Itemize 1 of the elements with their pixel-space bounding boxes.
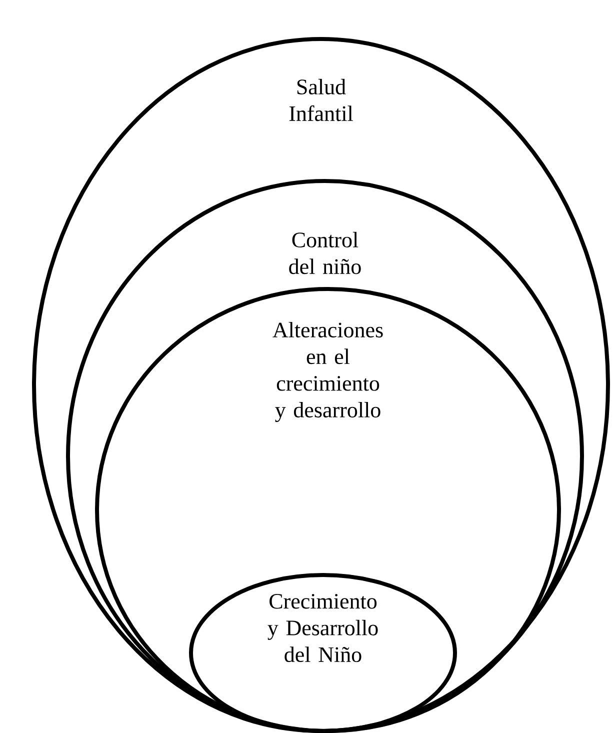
ellipse-region: Crecimiento y Desarrollo del Niño bbox=[189, 573, 457, 733]
